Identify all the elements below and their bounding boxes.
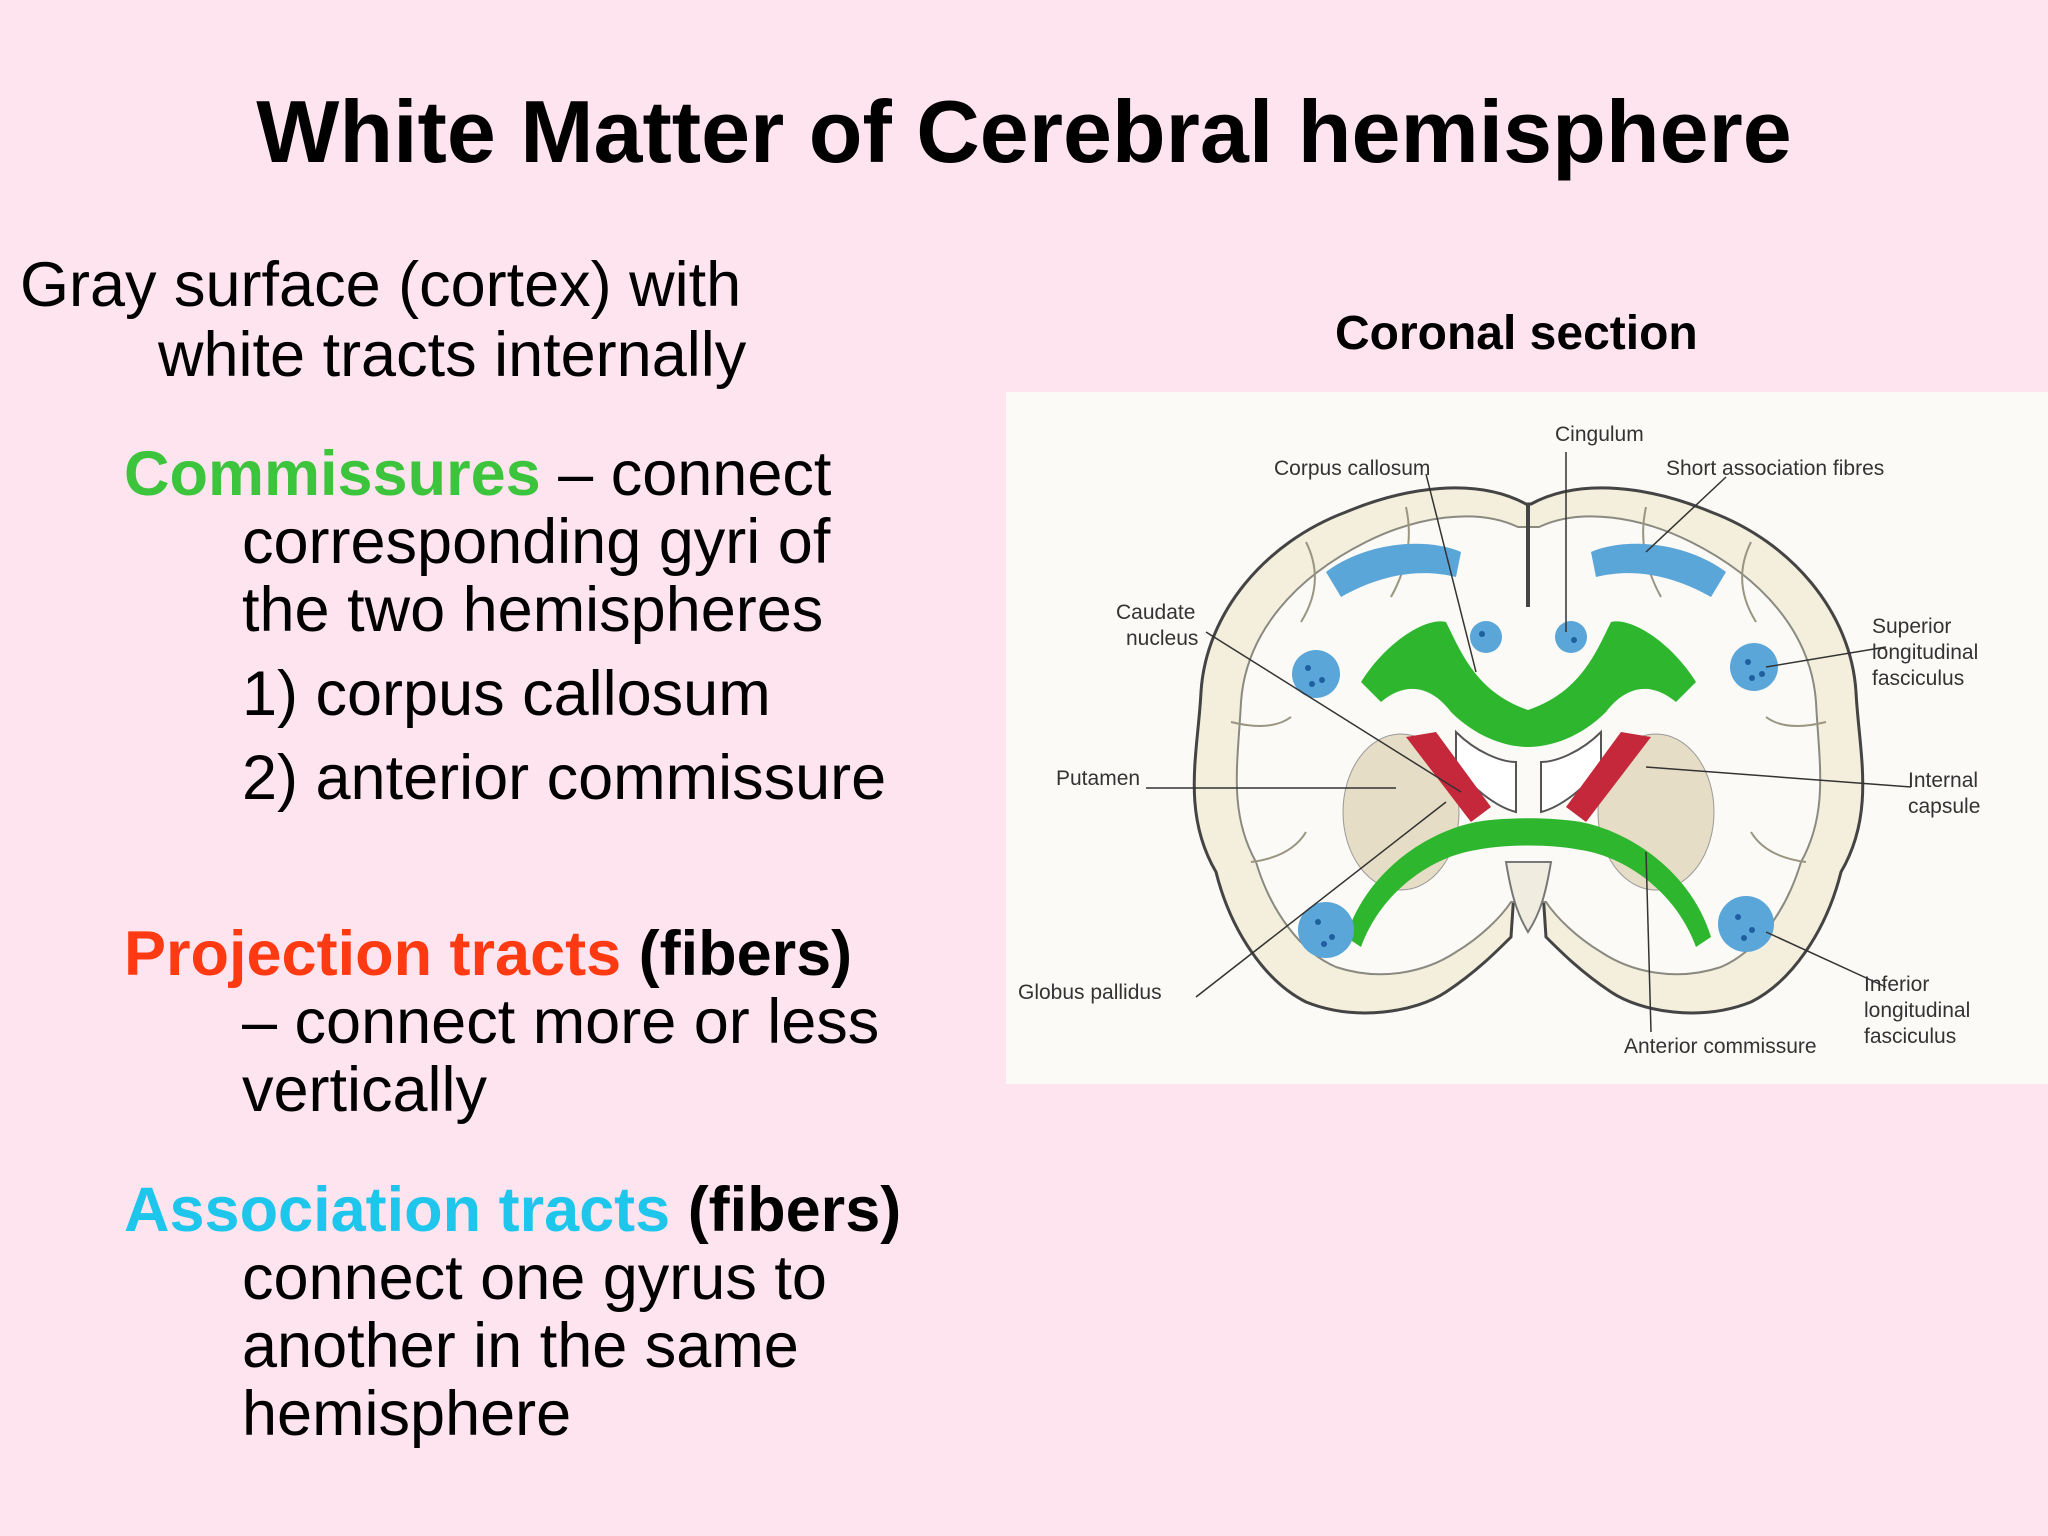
intro-line-1: Gray surface (cortex) with	[20, 250, 742, 320]
commissures-item-2: 2) anterior commissure	[242, 743, 887, 813]
intro-text: Gray surface (cortex) with white tracts …	[20, 250, 746, 390]
fasciculus-dots	[1305, 631, 1765, 947]
label-superior-2: longitudinal	[1872, 641, 1979, 664]
commissures-heading: Commissures	[124, 439, 541, 509]
projection-suffix: (fibers)	[621, 919, 853, 989]
association-line-2: connect one gyrus to	[242, 1243, 827, 1313]
label-internal-1: Internal	[1908, 769, 1979, 792]
intro-line-2: white tracts internally	[158, 320, 747, 390]
commissures-block: Commissures – connect corresponding gyri…	[124, 440, 886, 812]
label-inferior-2: longitudinal	[1864, 999, 1971, 1022]
short-association-fibres-right	[1591, 543, 1726, 597]
coronal-section-figure: Cingulum Corpus callosum Short associati…	[1006, 392, 2048, 1084]
projection-line-2: – connect more or less	[242, 987, 880, 1057]
cingulum-left	[1470, 621, 1502, 653]
brain-diagram	[1146, 452, 1912, 1033]
internal-capsule-right	[1566, 732, 1651, 822]
short-association-fibres-left	[1326, 543, 1461, 597]
commissures-item-1: 1) corpus callosum	[242, 659, 771, 729]
label-cingulum: Cingulum	[1555, 423, 1644, 446]
projection-line-3: vertically	[242, 1055, 488, 1125]
label-corpus-callosum: Corpus callosum	[1274, 457, 1431, 480]
label-anterior-commissure: Anterior commissure	[1624, 1035, 1817, 1058]
label-inferior-1: Inferior	[1864, 973, 1930, 996]
corpus-callosum	[1361, 621, 1696, 747]
inferior-longitudinal-right	[1718, 896, 1774, 952]
commissures-line-1: – connect	[540, 439, 832, 509]
association-heading: Association tracts	[124, 1175, 671, 1245]
association-line-3: another in the same	[242, 1311, 799, 1381]
third-ventricle	[1504, 861, 1553, 934]
inferior-longitudinal-left	[1298, 902, 1354, 958]
projection-block: Projection tracts (fibers) – connect mor…	[124, 920, 879, 1124]
slide-title: White Matter of Cerebral hemisphere	[256, 82, 1792, 181]
commissures-line-3: the two hemispheres	[242, 575, 824, 645]
association-block: Association tracts (fibers) connect one …	[124, 1176, 901, 1448]
association-line-4: hemisphere	[242, 1379, 572, 1449]
superior-longitudinal-right	[1730, 643, 1778, 691]
anterior-commissure	[1346, 818, 1711, 947]
cingulum-right	[1555, 621, 1587, 653]
superior-longitudinal-left	[1292, 650, 1340, 698]
commissures-line-2: corresponding gyri of	[242, 507, 831, 577]
label-globus-pallidus: Globus pallidus	[1018, 981, 1162, 1004]
label-short-association-fibres: Short association fibres	[1666, 457, 1885, 480]
projection-heading: Projection tracts	[124, 919, 622, 989]
label-caudate-1: Caudate	[1116, 601, 1196, 624]
label-superior-3: fasciculus	[1872, 667, 1965, 690]
label-inferior-3: fasciculus	[1864, 1025, 1957, 1048]
figure-caption: Coronal section	[1335, 307, 1698, 360]
leader-lines	[1146, 452, 1912, 1033]
label-internal-2: capsule	[1908, 795, 1981, 818]
internal-capsule-left	[1406, 732, 1491, 822]
association-suffix: (fibers)	[670, 1175, 902, 1245]
label-caudate-2: nucleus	[1126, 627, 1199, 650]
label-putamen: Putamen	[1056, 767, 1141, 790]
label-superior-1: Superior	[1872, 615, 1952, 638]
